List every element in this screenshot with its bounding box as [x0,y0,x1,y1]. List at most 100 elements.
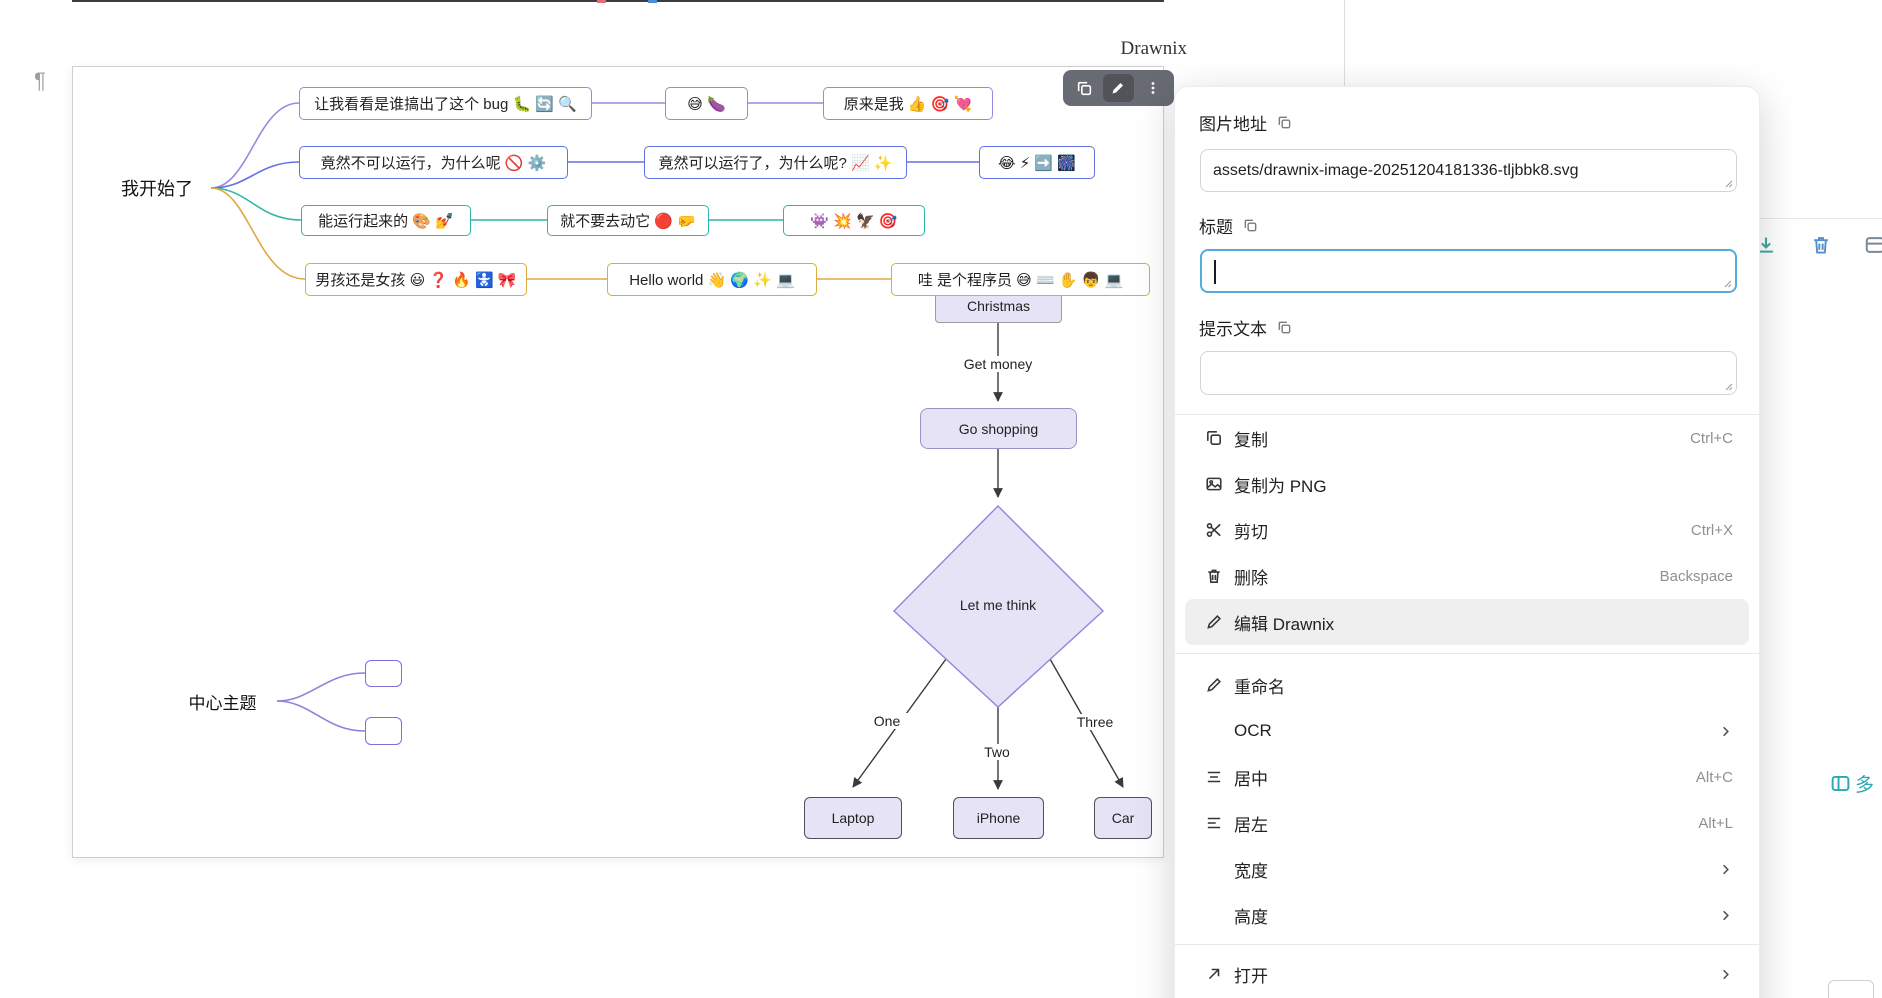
text-caret [1214,260,1216,284]
menu-item-label: 居左 [1234,815,1268,835]
mindmap-node[interactable]: 竟然可以运行了，为什么呢? 📈 ✨ [644,146,907,179]
mindmap-node[interactable]: 👾 💥 🦅 🎯 [783,205,925,236]
menu-item-label: 复制 [1234,430,1268,450]
delete-asset-button[interactable] [1808,232,1834,258]
menu-item-label: 删除 [1234,568,1268,588]
mindmap-node[interactable]: 😅 🍆 [665,87,748,120]
decision-diamond[interactable] [892,505,1105,708]
copy-icon[interactable] [1243,218,1258,233]
mindmap-node[interactable]: 让我看看是谁搞出了这个 bug 🐛 🔄 🔍 [299,87,592,120]
mindmap-node[interactable]: 男孩还是女孩 😃 ❓ 🔥 🚼 🎀 [305,263,527,296]
menu-item-label: 打开 [1234,966,1268,986]
image-url-value: assets/drawnix-image-20251204181336-tljb… [1213,161,1579,179]
flow-node-result[interactable]: iPhone [953,797,1044,839]
image-context-menu: 图片地址 assets/drawnix-image-20251204181336… [1174,86,1760,998]
flow-node-result[interactable]: Car [1094,797,1152,839]
mindmap-connectors [210,102,979,280]
duplicate-button[interactable] [1069,74,1100,102]
clipped-button[interactable] [1862,232,1882,258]
trash-icon [1205,567,1223,585]
menu-divider [1175,653,1759,654]
menu-item-delete[interactable]: 删除 Backspace [1175,553,1759,599]
cutoff-rule-left [72,0,672,2]
mindmap-node[interactable]: 😂 ⚡ ➡️ 🎆 [979,146,1095,179]
multi-select-control[interactable]: 多 [1830,770,1874,797]
field-label-row: 图片地址 [1199,110,1292,134]
align-center-icon [1205,768,1223,786]
alt-text-input[interactable] [1200,351,1737,395]
download-button[interactable] [1753,232,1779,258]
download-icon [1759,237,1773,253]
edge-label: Three [1072,714,1118,730]
mindmap2-empty-node[interactable] [365,717,402,745]
flow-node-process[interactable]: Go shopping [920,408,1077,449]
menu-item-ocr[interactable]: OCR [1175,708,1759,754]
mindmap-node[interactable]: 竟然不可以运行，为什么呢 🚫 ⚙️ [299,146,568,179]
menu-item-label: 居中 [1234,769,1268,789]
menu-item-copy-as-png[interactable]: 复制为 PNG [1175,461,1759,507]
resize-handle-icon[interactable] [1723,381,1733,391]
menu-item-label: 宽度 [1234,861,1268,881]
mindmap-node[interactable]: 哇 是个程序员 😅 ⌨️ ✋ 👦 💻 [891,263,1150,296]
clipped-icon [1865,237,1882,253]
image-hover-toolbar [1063,70,1174,106]
connector-lines [210,102,1124,790]
paragraph-mark: ¶ [34,68,46,93]
menu-item-edit-drawnix[interactable]: 编辑 Drawnix [1185,599,1749,645]
scissors-icon [1205,521,1223,539]
mindmap2-empty-node[interactable] [365,660,402,687]
menu-item-label: 编辑 Drawnix [1234,614,1335,634]
copy-icon[interactable] [1277,320,1292,335]
image-icon [1205,475,1223,493]
menu-item-align-center[interactable]: 居中 Alt+C [1175,754,1759,800]
menu-item-align-left[interactable]: 居左 Alt+L [1175,800,1759,846]
menu-item-width[interactable]: 宽度 [1175,846,1759,892]
copy-icon[interactable] [1277,115,1292,130]
multi-select-label: 多 [1855,775,1875,796]
mindmap-node[interactable]: Hello world 👋 🌍 ✨ 💻 [607,263,817,296]
flow-node-result[interactable]: Laptop [804,797,902,839]
field-label: 标题 [1199,217,1233,237]
more-button[interactable] [1137,74,1168,102]
pencil-icon [1205,613,1223,631]
menu-item-shortcut: Ctrl+C [1690,429,1733,447]
menu-item-cut[interactable]: 剪切 Ctrl+X [1175,507,1759,553]
edit-button[interactable] [1102,74,1134,102]
mindmap-node[interactable]: 就不要去动它 🔴 🤛 [547,205,709,236]
drawnix-canvas[interactable]: 我开始了 让我看看是谁搞出了这个 bug 🐛 🔄 🔍 😅 🍆 原来是我 👍 🎯 … [72,66,1164,858]
menu-item-label: 高度 [1234,907,1268,927]
corner-control[interactable] [1828,980,1874,998]
edge-label: Get money [958,356,1038,372]
mindmap2-root[interactable]: 中心主题 [188,693,257,713]
copy-icon [1077,81,1091,95]
pencil-icon [1205,676,1223,694]
menu-item-copy[interactable]: 复制 Ctrl+C [1175,415,1759,461]
field-label: 图片地址 [1199,114,1267,134]
cutoff-mark-red [597,0,606,3]
menu-item-shortcut: Alt+C [1695,768,1733,786]
mindmap-root[interactable]: 我开始了 [121,179,193,199]
cutoff-rule-right [648,0,1164,2]
resize-handle-icon[interactable] [1723,178,1733,188]
dots-vertical-icon [1151,82,1155,94]
menu-item-shortcut: Alt+L [1698,814,1733,832]
mindmap-node[interactable]: 能运行起来的 🎨 💅 [301,205,471,236]
edge-label: Two [974,744,1020,760]
align-left-icon [1205,814,1223,832]
mindmap-node[interactable]: 原来是我 👍 🎯 💘 [823,87,993,120]
open-external-icon [1205,965,1223,983]
title-input[interactable] [1200,249,1737,293]
image-url-input[interactable]: assets/drawnix-image-20251204181336-tljb… [1200,149,1737,192]
menu-item-open[interactable]: 打开 [1175,951,1759,997]
menu-item-shortcut: Ctrl+X [1690,521,1733,539]
menu-item-rename[interactable]: 重命名 [1175,662,1759,708]
resize-handle-icon[interactable] [1722,278,1732,288]
menu-item-label: 重命名 [1234,677,1285,697]
menu-divider [1175,944,1759,945]
image-fields: 图片地址 assets/drawnix-image-20251204181336… [1175,87,1759,414]
field-label-row: 提示文本 [1199,315,1292,339]
cutoff-mark-blue [648,0,657,3]
context-menu-list: 复制 Ctrl+C 复制为 PNG [1175,414,1759,997]
menu-item-height[interactable]: 高度 [1175,892,1759,938]
